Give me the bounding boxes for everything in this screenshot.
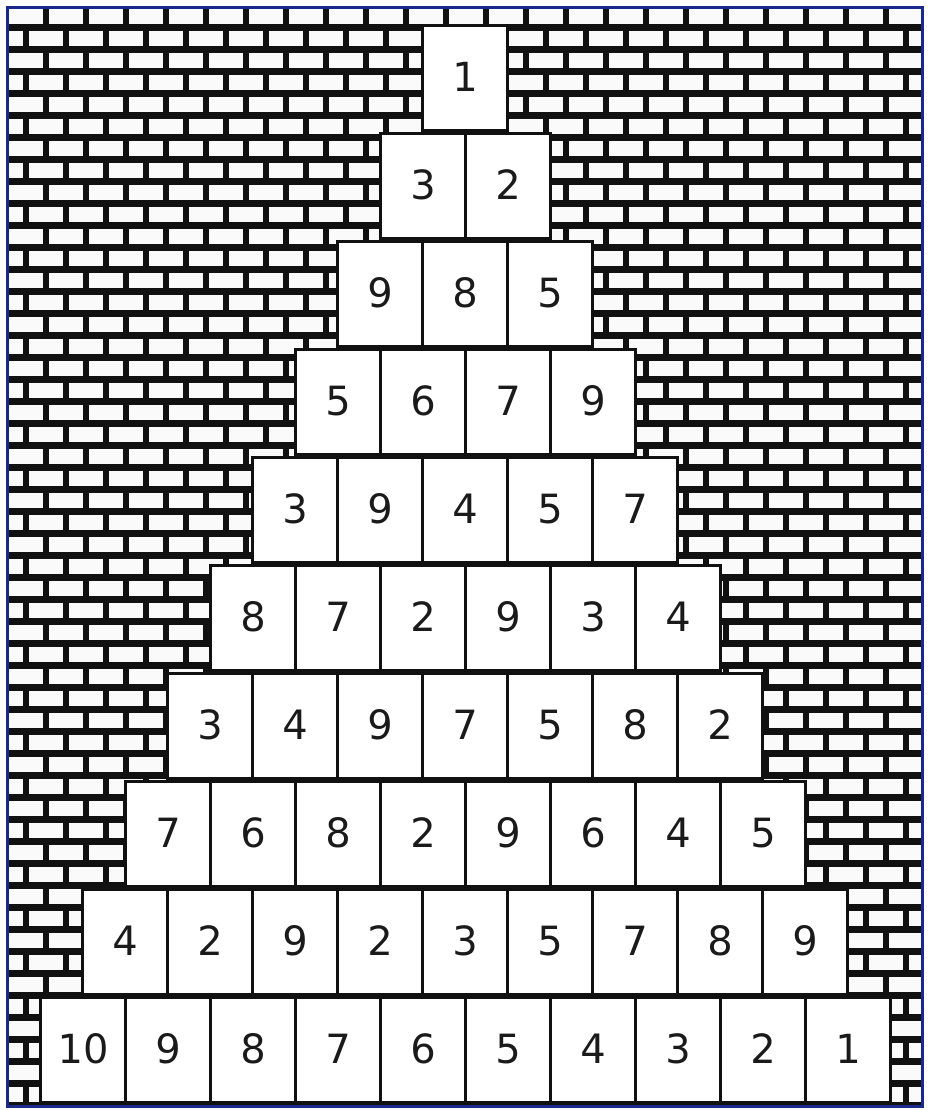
- pyramid-brick[interactable]: 8: [294, 780, 382, 888]
- pyramid-brick[interactable]: 4: [549, 996, 637, 1104]
- pyramid-brick[interactable]: 4: [634, 780, 722, 888]
- pyramid-brick[interactable]: 1: [421, 24, 509, 132]
- pyramid-brick[interactable]: 7: [464, 348, 552, 456]
- pyramid-brick[interactable]: 7: [591, 888, 679, 996]
- pyramid-brick[interactable]: 2: [719, 996, 807, 1104]
- pyramid-brick[interactable]: 9: [336, 672, 424, 780]
- pyramid-brick[interactable]: 7: [591, 456, 679, 564]
- pyramid-brick[interactable]: 5: [464, 996, 552, 1104]
- pyramid-brick[interactable]: 5: [506, 240, 594, 348]
- pyramid-brick[interactable]: 9: [124, 996, 212, 1104]
- pyramid-brick[interactable]: 8: [676, 888, 764, 996]
- pyramid-brick[interactable]: 5: [719, 780, 807, 888]
- pyramid-brick[interactable]: 3: [251, 456, 339, 564]
- pyramid-brick[interactable]: 9: [549, 348, 637, 456]
- pyramid-brick[interactable]: 8: [421, 240, 509, 348]
- pyramid-brick[interactable]: 2: [379, 564, 467, 672]
- pyramid-brick[interactable]: 7: [421, 672, 509, 780]
- pyramid-brick[interactable]: 7: [124, 780, 212, 888]
- pyramid-brick[interactable]: 4: [251, 672, 339, 780]
- pyramid-brick[interactable]: 9: [336, 240, 424, 348]
- pyramid-brick[interactable]: 4: [81, 888, 169, 996]
- pyramid-brick[interactable]: 9: [251, 888, 339, 996]
- pyramid-brick[interactable]: 5: [506, 672, 594, 780]
- pyramid-brick[interactable]: 3: [634, 996, 722, 1104]
- pyramid-brick[interactable]: 7: [294, 564, 382, 672]
- pyramid-brick[interactable]: 3: [549, 564, 637, 672]
- pyramid-row: 1: [421, 24, 509, 132]
- pyramid-brick[interactable]: 7: [294, 996, 382, 1104]
- pyramid-brick[interactable]: 3: [421, 888, 509, 996]
- pyramid-brick[interactable]: 6: [209, 780, 297, 888]
- pyramid-brick[interactable]: 3: [379, 132, 467, 240]
- pyramid-brick[interactable]: 5: [506, 456, 594, 564]
- pyramid-brick[interactable]: 8: [591, 672, 679, 780]
- pyramid-brick[interactable]: 3: [166, 672, 254, 780]
- pyramid-brick[interactable]: 9: [464, 564, 552, 672]
- pyramid-brick[interactable]: 9: [336, 456, 424, 564]
- pyramid-brick[interactable]: 4: [421, 456, 509, 564]
- pyramid-brick[interactable]: 2: [166, 888, 254, 996]
- pyramid-brick[interactable]: 4: [634, 564, 722, 672]
- pyramid-brick[interactable]: 9: [761, 888, 849, 996]
- pyramid-brick[interactable]: 1: [804, 996, 892, 1104]
- pyramid-brick[interactable]: 5: [506, 888, 594, 996]
- pyramid-brick[interactable]: 2: [464, 132, 552, 240]
- pyramid-brick[interactable]: 10: [39, 996, 127, 1104]
- pyramid-brick[interactable]: 5: [294, 348, 382, 456]
- pyramid-brick[interactable]: 6: [379, 348, 467, 456]
- pyramid-brick[interactable]: 6: [379, 996, 467, 1104]
- pyramid-brick[interactable]: 6: [549, 780, 637, 888]
- pyramid-brick[interactable]: 9: [464, 780, 552, 888]
- pyramid-brick[interactable]: 2: [379, 780, 467, 888]
- pyramid-brick[interactable]: 2: [676, 672, 764, 780]
- pyramid-brick[interactable]: 8: [209, 996, 297, 1104]
- pyramid-brick[interactable]: 2: [336, 888, 424, 996]
- pyramid-brick[interactable]: 8: [209, 564, 297, 672]
